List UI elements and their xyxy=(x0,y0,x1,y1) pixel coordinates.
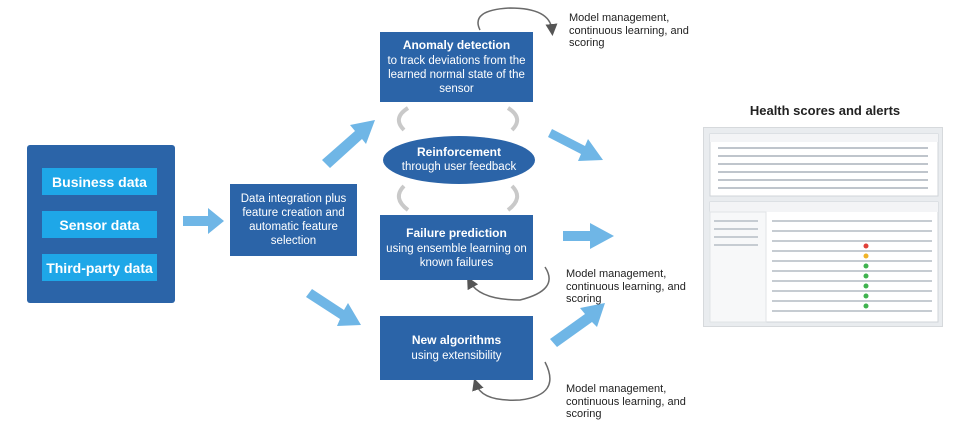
sensor-data-box: Sensor data xyxy=(42,211,157,238)
loop-arrow-failure xyxy=(467,266,550,301)
health-scores-screenshot xyxy=(703,127,943,327)
model-management-note-top: Model management, continuous learning, a… xyxy=(569,12,689,49)
new-algorithms-title: New algorithms xyxy=(411,333,502,347)
model-management-note-middle: Model management, continuous learning, a… xyxy=(566,268,686,305)
cycle-arrow-left-bottom xyxy=(396,184,410,212)
anomaly-detection-title: Anomaly detection xyxy=(402,38,511,52)
cycle-arrow-right-bottom xyxy=(506,184,520,212)
cycle-arrow-left-top xyxy=(396,106,410,132)
arrow-algorithms-to-output xyxy=(550,303,605,347)
arrow-anomaly-to-output xyxy=(548,129,603,161)
third-party-data-box: Third-party data xyxy=(42,254,157,281)
anomaly-detection-subtitle: to track deviations from the learned nor… xyxy=(387,55,526,95)
reinforcement-subtitle: through user feedback xyxy=(401,161,517,173)
business-data-box: Business data xyxy=(42,168,157,195)
data-integration-label: Data integration plus feature creation a… xyxy=(240,193,347,247)
health-scores-screenshot-image xyxy=(709,133,939,323)
third-party-data-label: Third-party data xyxy=(46,259,153,276)
failure-prediction-subtitle: using ensemble learning on known failure… xyxy=(386,242,527,269)
new-algorithms-box: New algorithms using extensibility xyxy=(380,316,533,380)
loop-arrow-algorithms xyxy=(472,361,551,401)
arrow-failure-to-output xyxy=(563,223,614,249)
business-data-label: Business data xyxy=(52,173,147,190)
health-scores-title: Health scores and alerts xyxy=(749,103,901,118)
arrow-integration-to-algorithms xyxy=(306,289,361,326)
model-management-note-bottom: Model management, continuous learning, a… xyxy=(566,383,686,420)
failure-prediction-box: Failure prediction using ensemble learni… xyxy=(380,215,533,280)
loop-arrow-anomaly xyxy=(477,7,558,36)
sensor-data-label: Sensor data xyxy=(59,216,140,233)
arrow-integration-to-anomaly xyxy=(322,120,375,168)
cycle-arrow-right-top xyxy=(506,106,520,132)
reinforcement-ellipse: Reinforcement through user feedback xyxy=(383,136,535,184)
data-integration-box: Data integration plus feature creation a… xyxy=(230,184,357,256)
anomaly-detection-box: Anomaly detection to track deviations fr… xyxy=(380,32,533,102)
failure-prediction-title: Failure prediction xyxy=(406,225,507,240)
reinforcement-title: Reinforcement xyxy=(416,145,502,159)
arrow-sources-to-integration xyxy=(183,208,224,234)
new-algorithms-subtitle: using extensibility xyxy=(411,350,502,362)
